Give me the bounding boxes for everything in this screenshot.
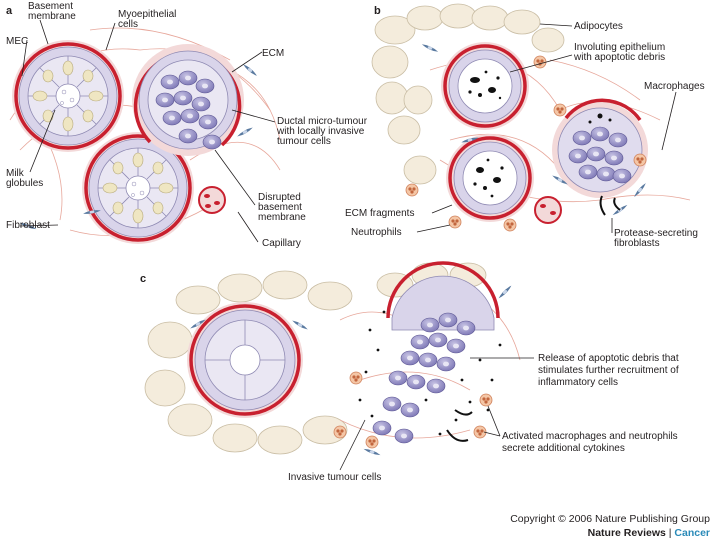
label-release-2: stimulates further recruitment of xyxy=(538,365,679,376)
label-adipocytes: Adipocytes xyxy=(574,21,623,32)
label-capillary: Capillary xyxy=(262,238,301,249)
panel-a: a Basement membrane Myoepithelial cells … xyxy=(6,1,368,249)
label-myoepithelial-2: cells xyxy=(118,19,138,30)
label-release-3: inflammatory cells xyxy=(538,377,618,388)
leader-lines-b xyxy=(416,23,677,233)
tumour-duct-b xyxy=(552,98,648,198)
tumour-invasion-c xyxy=(372,261,500,444)
panel-label-c: c xyxy=(140,273,146,285)
label-release-1: Release of apoptotic debris that xyxy=(538,353,679,364)
leader-lines-c xyxy=(339,357,534,471)
panel-label-a: a xyxy=(6,5,13,17)
label-milk-1: Milk xyxy=(6,168,25,179)
label-ecm: ECM xyxy=(262,48,284,59)
journal-line: Nature Reviews | Cancer xyxy=(510,526,710,540)
involuting-duct-bottom xyxy=(446,134,534,222)
journal-text: Cancer xyxy=(674,527,710,539)
label-disrupted-3: membrane xyxy=(258,212,306,223)
label-disrupted-2: basement xyxy=(258,202,302,213)
adipocytes-b xyxy=(371,3,565,185)
label-activated-2: secrete additional cytokines xyxy=(502,443,625,454)
label-involuting-1: Involuting epithelium xyxy=(574,42,665,53)
copyright-footer: Copyright © 2006 Nature Publishing Group… xyxy=(510,512,710,540)
label-protease-2: fibroblasts xyxy=(614,238,660,249)
label-ecm-fragments: ECM fragments xyxy=(345,208,414,219)
label-ductal-1: Ductal micro-tumour xyxy=(277,116,368,127)
label-basement-membrane-2: membrane xyxy=(28,11,76,22)
duct-tumour xyxy=(132,44,244,156)
label-mec: MEC xyxy=(6,36,28,47)
capillary xyxy=(198,186,226,214)
separator-text: | xyxy=(665,527,675,539)
label-protease-1: Protease-secreting xyxy=(614,228,698,239)
label-involuting-2: with apoptotic debris xyxy=(573,52,665,63)
apoptotic-debris-c xyxy=(358,310,502,436)
leader-lines-a xyxy=(19,19,276,243)
label-ductal-2: with locally invasive xyxy=(276,126,365,137)
protease-arrows xyxy=(599,195,621,216)
label-basement-membrane-1: Basement xyxy=(28,1,73,12)
copyright-text: Copyright © 2006 Nature Publishing Group xyxy=(510,513,710,525)
duct-c xyxy=(187,302,303,418)
label-disrupted-1: Disrupted xyxy=(258,192,301,203)
label-macrophages: Macrophages xyxy=(644,81,705,92)
panel-label-b: b xyxy=(374,5,381,17)
involuting-duct-top xyxy=(441,42,529,130)
label-activated-1: Activated macrophages and neutrophils xyxy=(502,431,678,442)
duct-upper-left xyxy=(10,38,126,154)
label-ductal-3: tumour cells xyxy=(277,136,331,147)
milk-globules xyxy=(60,89,145,197)
label-neutrophils: Neutrophils xyxy=(351,227,402,238)
label-invasive: Invasive tumour cells xyxy=(288,472,381,483)
brand-text: Nature Reviews xyxy=(587,527,666,539)
panel-b: b Adipocytes Involuting epithelium with … xyxy=(345,3,705,249)
panel-c: c Release of apoptotic debris that stimu… xyxy=(140,261,679,483)
cytokine-arrows xyxy=(446,409,473,442)
capillary-b xyxy=(534,196,562,224)
label-milk-2: globules xyxy=(6,178,43,189)
label-myoepithelial-1: Myoepithelial xyxy=(118,9,176,20)
